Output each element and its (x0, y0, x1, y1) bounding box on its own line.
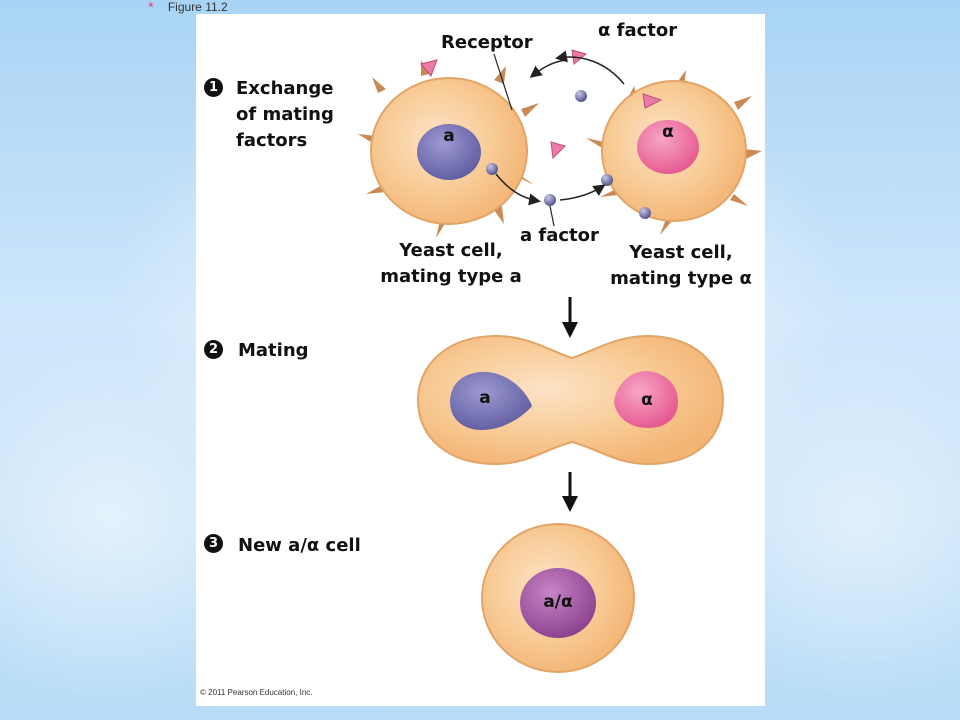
step-1-number: 1 (204, 78, 223, 97)
step-2-label-line-1: Mating (238, 340, 309, 361)
receptor-pointer (493, 53, 513, 111)
step-1-label-line-2: of mating (236, 104, 334, 125)
nucleus-alpha-label: α (662, 122, 674, 142)
step-3-label: New a/α cell (238, 533, 361, 559)
nucleus-hybrid-label: a/α (543, 592, 573, 612)
a-factor-arrow-left (495, 173, 541, 206)
step-1-label-line-3: factors (236, 130, 308, 151)
nucleus-a-label: a (443, 126, 455, 146)
step-2-number: 2 (204, 340, 223, 359)
receptor-label: Receptor (441, 32, 533, 53)
cell-a-caption: Yeast cell, mating type a (366, 238, 536, 290)
mating-cell (416, 334, 725, 466)
figure-caption: Figure 11.2 (167, 0, 228, 14)
alpha-factor-arrow-left (529, 59, 567, 78)
cell-a-caption-line-1: Yeast cell, (399, 240, 503, 261)
down-arrow-2 (562, 472, 578, 512)
mating-nucleus-a-label: a (479, 388, 491, 408)
yeast-mating-diagram (358, 49, 762, 673)
step-3-label-line-1: New a/α cell (238, 535, 361, 556)
step-1-label-line-1: Exchange (236, 78, 334, 99)
mating-nucleus-alpha (614, 371, 678, 428)
slide-caption: * Figure 11.2 (148, 0, 228, 16)
nucleus-hybrid (520, 568, 596, 638)
cell-a-caption-line-2: mating type a (380, 266, 522, 287)
down-arrow-1 (562, 297, 578, 338)
cell-alpha-caption-line-2: mating type α (610, 268, 752, 289)
alpha-factor-arrow-right (555, 50, 625, 85)
step-2-label: Mating (238, 338, 309, 364)
a-factor-pointer (549, 205, 555, 227)
cell-alpha-caption: Yeast cell, mating type α (596, 240, 766, 292)
nucleus-a (417, 124, 481, 180)
bullet-icon: * (148, 0, 154, 16)
alpha-factor-molecules (420, 49, 663, 160)
step-1-label: Exchange of mating factors (236, 76, 334, 154)
copyright-notice: © 2011 Pearson Education, Inc. (200, 688, 313, 697)
mating-nucleus-alpha-label: α (641, 390, 653, 410)
nucleus-alpha (637, 120, 699, 174)
a-factor-molecules (486, 90, 651, 219)
mating-nucleus-a (450, 371, 532, 430)
a-factor-label: a factor (520, 225, 599, 246)
figure-panel: 1 Exchange of mating factors 2 Mating 3 … (196, 14, 765, 706)
alpha-factor-label: α factor (598, 20, 678, 41)
a-factor-arrow-right (559, 184, 606, 201)
cell-alpha-caption-line-1: Yeast cell, (629, 242, 733, 263)
step-3-number: 3 (204, 534, 223, 553)
